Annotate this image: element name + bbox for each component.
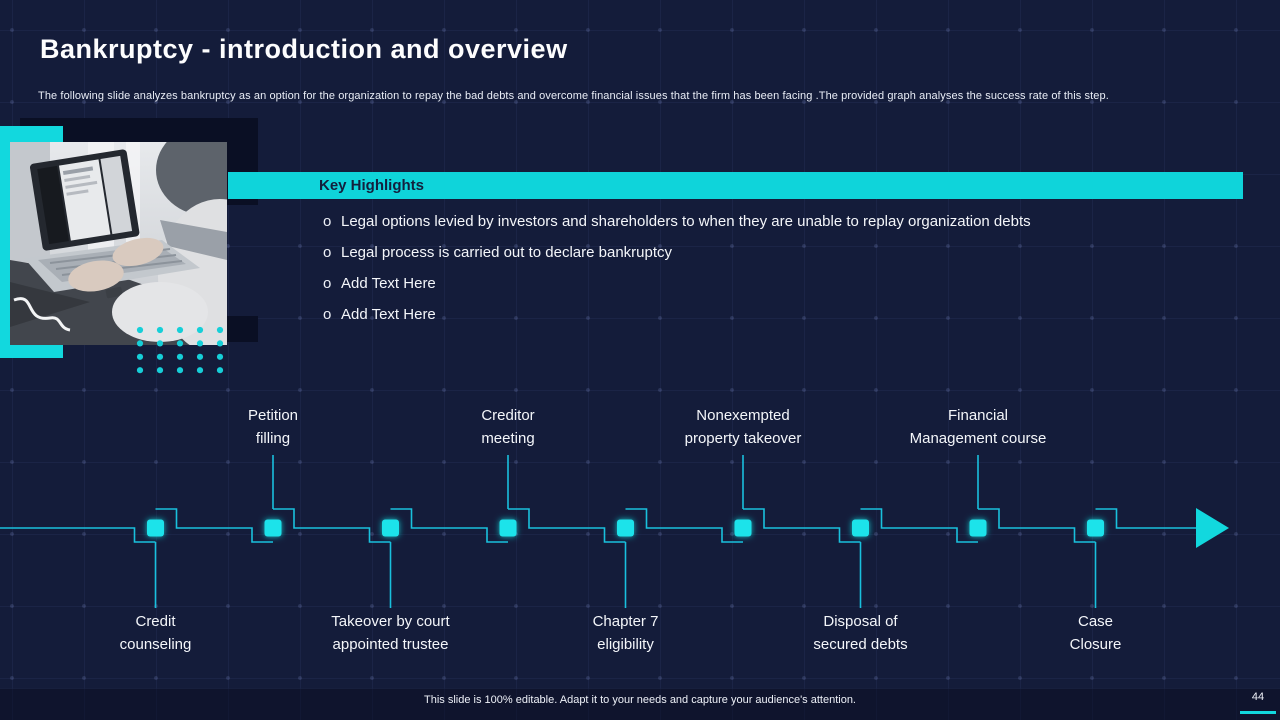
- timeline-step-label-line: Creditor: [481, 407, 535, 424]
- timeline-step-label-line: Chapter 7: [592, 613, 659, 630]
- bullet-text: Add Text Here: [341, 306, 436, 323]
- footer-note: This slide is 100% editable. Adapt it to…: [424, 694, 856, 706]
- bullet-marker: o: [323, 213, 332, 230]
- page-number-underline: [1240, 711, 1276, 714]
- timeline-step-label: Disposal of secured debts: [751, 610, 971, 660]
- page-subtitle: The following slide analyzes bankruptcy …: [38, 90, 1109, 102]
- bullet-marker: o: [323, 244, 332, 261]
- highlight-bullet: o Add Text Here: [323, 304, 1203, 326]
- highlight-bullet: o Legal options levied by investors and s…: [323, 211, 1203, 233]
- timeline-step-label-line: Case: [1077, 613, 1114, 630]
- timeline-node[interactable]: [499, 519, 517, 537]
- laptop-typing-photo: [10, 142, 227, 345]
- timeline-node[interactable]: [382, 519, 399, 537]
- bullet-text: Legal process is carried out to declare …: [341, 244, 673, 261]
- timeline-step-label-line: Petition: [247, 407, 299, 424]
- highlight-bullet: o Add Text Here: [323, 273, 1203, 295]
- timeline-step-label: Credit counseling: [46, 610, 266, 660]
- timeline-step-label-line: Nonexempted: [696, 407, 790, 424]
- key-highlights-header-bar: Key Highlights: [228, 172, 1243, 199]
- highlight-bullet: o Legal process is carried out to declare…: [323, 242, 1203, 264]
- highlights-list: o Legal options levied by investors and s…: [323, 211, 1203, 335]
- timeline-arrow-head: [1196, 508, 1229, 548]
- timeline-step-label: Chapter 7 eligibility: [516, 610, 736, 660]
- timeline-node[interactable]: [617, 519, 634, 537]
- timeline-step-label-line: appointed trustee: [332, 636, 449, 653]
- timeline-node[interactable]: [1087, 519, 1104, 537]
- timeline-node[interactable]: [852, 519, 869, 537]
- timeline-step-label: Creditor meeting: [398, 400, 618, 450]
- timeline-step-label-line: filling: [255, 430, 291, 447]
- timeline-step-label-line: Closure: [1069, 636, 1122, 653]
- timeline-step-label-line: Takeover by court: [331, 613, 450, 630]
- timeline-step-label: Nonexempted property takeover: [633, 400, 853, 450]
- key-highlights-title: Key Highlights: [319, 177, 425, 194]
- bullet-marker: o: [323, 306, 332, 323]
- photo-backdrop-rect-small: [227, 316, 258, 342]
- timeline-line: [0, 508, 1196, 543]
- timeline-step-label-line: Management course: [909, 430, 1047, 447]
- timeline-node[interactable]: [147, 519, 164, 537]
- timeline-step-label-line: Financial: [947, 407, 1009, 424]
- bullet-text: Add Text Here: [341, 275, 436, 292]
- timeline-diagram: [0, 455, 1229, 608]
- page-number: 44: [1251, 691, 1265, 703]
- timeline-node[interactable]: [264, 519, 282, 537]
- timeline-step-label-line: eligibility: [597, 636, 654, 653]
- page-title: Bankruptcy - introduction and overview: [40, 34, 568, 64]
- timeline-step-label: Petition filling: [163, 400, 383, 450]
- timeline-step-label-line: meeting: [481, 430, 535, 447]
- timeline-step-label-line: Credit: [135, 613, 176, 630]
- footer-band: [0, 688, 1280, 720]
- timeline-step-label-line: property takeover: [684, 430, 802, 447]
- bullet-text: Legal options levied by investors and sh…: [341, 213, 1031, 230]
- decorative-dot-grid: [136, 326, 224, 374]
- timeline-node[interactable]: [969, 519, 987, 537]
- timeline-step-label: Takeover by court appointed trustee: [281, 610, 501, 660]
- timeline-node[interactable]: [734, 519, 752, 537]
- timeline-step-label-line: counseling: [119, 636, 192, 653]
- bullet-marker: o: [323, 275, 332, 292]
- timeline-step-label-line: secured debts: [813, 636, 908, 653]
- timeline-step-label-line: Disposal of: [823, 613, 898, 630]
